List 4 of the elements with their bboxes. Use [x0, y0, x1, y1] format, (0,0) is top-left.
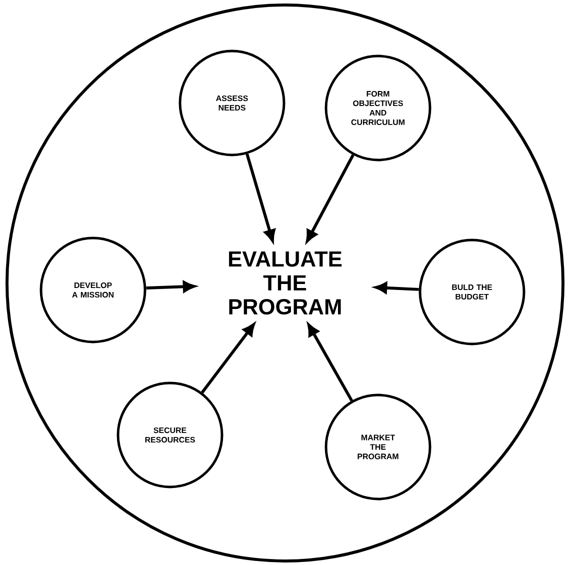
arrow [200, 324, 255, 394]
center-label: EVALUATE THE PROGRAM [229, 251, 342, 315]
arrow [306, 154, 354, 242]
arrow [308, 324, 354, 402]
